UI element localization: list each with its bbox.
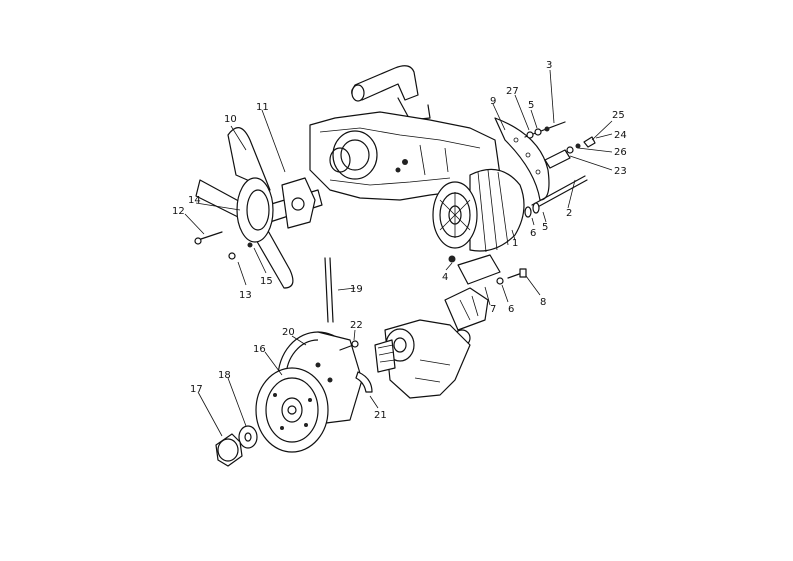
callout-24: 24 bbox=[614, 130, 627, 141]
callout-11: 11 bbox=[256, 102, 269, 113]
callout-17: 17 bbox=[190, 384, 203, 395]
callout-22: 22 bbox=[350, 320, 363, 331]
callout-15: 15 bbox=[260, 276, 273, 287]
v-belt bbox=[324, 257, 356, 323]
callout-25: 25 bbox=[612, 110, 625, 121]
callout-3: 3 bbox=[546, 60, 552, 71]
callout-7: 7 bbox=[490, 304, 496, 315]
callout-6a: 6 bbox=[530, 228, 536, 239]
alternator-assembly bbox=[432, 69, 613, 347]
callout-10: 10 bbox=[224, 114, 237, 125]
crankshaft-pulleys bbox=[197, 329, 379, 467]
callout-20: 20 bbox=[282, 327, 295, 338]
callout-4: 4 bbox=[442, 272, 448, 283]
fan-assembly bbox=[184, 109, 323, 289]
callout-1: 1 bbox=[512, 238, 518, 249]
callout-8: 8 bbox=[540, 297, 546, 308]
engine-housing bbox=[309, 65, 501, 201]
callout-21: 21 bbox=[374, 410, 387, 421]
callout-labels: 1 2 3 4 5 5 6 6 7 8 9 10 11 12 13 14 15 … bbox=[172, 60, 627, 421]
callout-13: 13 bbox=[239, 290, 252, 301]
callout-19: 19 bbox=[350, 284, 363, 295]
callout-14: 14 bbox=[188, 195, 201, 206]
callout-23: 23 bbox=[614, 166, 627, 177]
callout-5b: 5 bbox=[542, 222, 548, 233]
callout-27: 27 bbox=[506, 86, 519, 97]
callout-9: 9 bbox=[490, 96, 496, 107]
callout-26: 26 bbox=[614, 147, 627, 158]
callout-6b: 6 bbox=[508, 304, 514, 315]
callout-12: 12 bbox=[172, 206, 185, 217]
callout-18: 18 bbox=[218, 370, 231, 381]
callout-2: 2 bbox=[566, 208, 572, 219]
callout-5a: 5 bbox=[528, 100, 534, 111]
timing-housing bbox=[374, 319, 471, 399]
callout-16: 16 bbox=[253, 344, 266, 355]
